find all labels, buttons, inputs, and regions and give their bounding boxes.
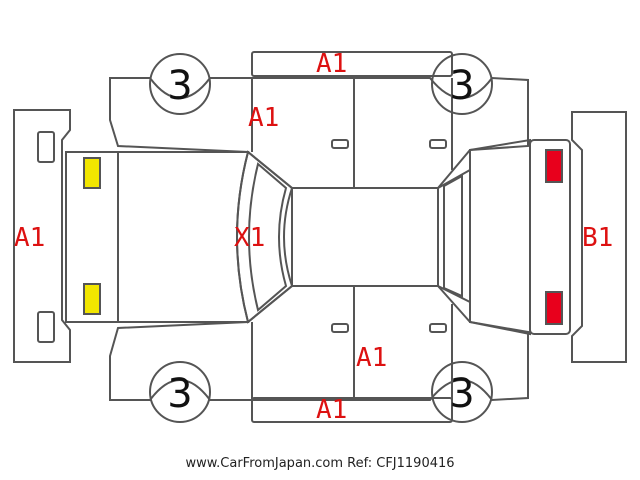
tyre-front-right	[149, 361, 211, 423]
upper-side-sill	[251, 51, 453, 77]
front-lamp-top	[83, 157, 101, 189]
code-left-front-door: A1	[248, 103, 279, 133]
code-left-side-top-panel: A1	[316, 49, 347, 79]
tyre-rear-left-number: 3	[449, 63, 474, 109]
footer-reference: www.CarFromJapan.com Ref: CFJ1190416	[185, 456, 455, 471]
rear-lamp-bottom	[545, 291, 563, 325]
tyre-rear-left	[431, 53, 493, 115]
tyre-front-right-number: 3	[167, 371, 192, 417]
front-bumper-slot-top	[37, 131, 55, 163]
tyre-rear-right	[431, 361, 493, 423]
lower-door-handle-a	[331, 323, 349, 333]
code-hood: X1	[234, 223, 265, 253]
tyre-rear-right-number: 3	[449, 371, 474, 417]
windshield-inner	[248, 162, 288, 312]
tailgate-panel	[469, 138, 531, 336]
front-lamp-bottom	[83, 283, 101, 315]
code-right-rear-door: A1	[356, 343, 387, 373]
front-bumper-slot-bottom	[37, 311, 55, 343]
upper-door-handle-a	[331, 139, 349, 149]
code-rear-bumper: B1	[582, 223, 613, 253]
rear-lamp-top	[545, 149, 563, 183]
rear-bumper-panel	[571, 111, 627, 363]
rear-lamp-housing	[529, 139, 571, 335]
roof-panel	[291, 187, 439, 287]
car-outline	[13, 51, 627, 423]
upper-side-body	[109, 76, 529, 189]
code-front-bumper: A1	[14, 223, 45, 253]
lower-side-body	[109, 285, 529, 402]
rear-window	[437, 168, 471, 304]
tyre-front-left	[149, 53, 211, 115]
lower-side-sill	[251, 397, 453, 423]
front-bumper-panel	[13, 109, 71, 363]
lower-door-handle-b	[429, 323, 447, 333]
rear-window-inner	[443, 174, 463, 298]
upper-door-handle-b	[429, 139, 447, 149]
hood-panel	[118, 151, 250, 323]
tyre-front-left-number: 3	[167, 63, 192, 109]
code-right-side-bottom-panel: A1	[316, 395, 347, 425]
